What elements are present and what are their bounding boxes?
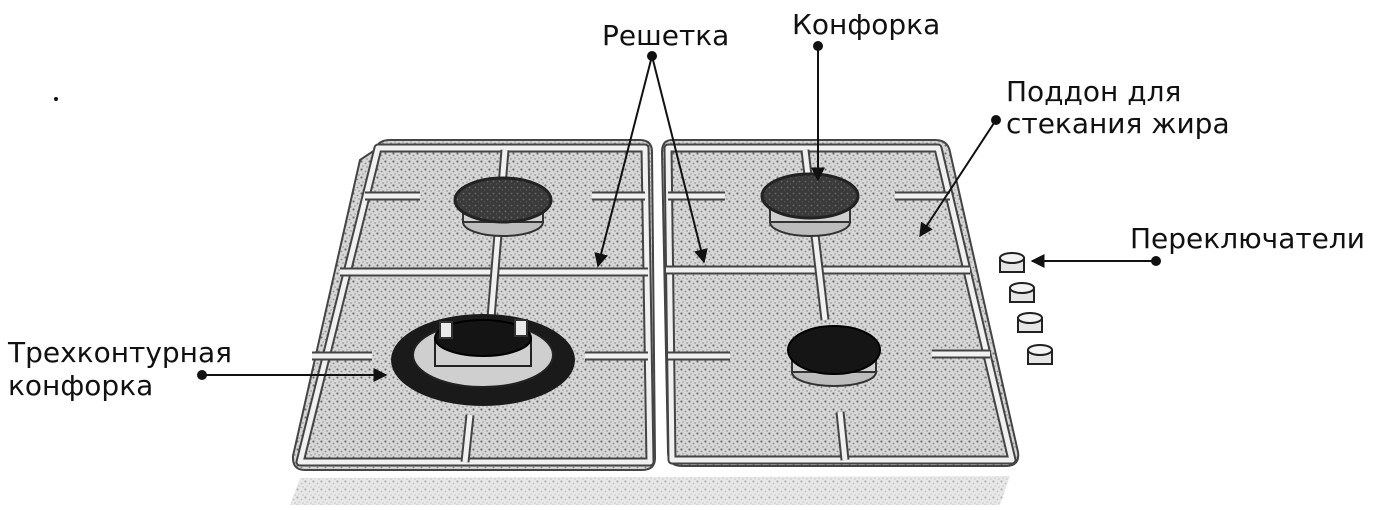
control-knobs xyxy=(1000,253,1052,364)
knob-4 xyxy=(1028,345,1052,364)
drip-tray-label-line2: стекания жира xyxy=(1006,107,1230,140)
knob-1 xyxy=(1000,253,1024,272)
burner-bottom-right xyxy=(788,326,880,386)
grate-label: Решетка xyxy=(602,19,729,52)
knob-2 xyxy=(1010,283,1034,302)
knob-3 xyxy=(1018,313,1042,332)
drip-tray-label-line1: Поддон для xyxy=(1006,75,1181,108)
stray-dot xyxy=(54,97,58,101)
bottom-shadow xyxy=(290,476,1010,505)
triple-ring-burner xyxy=(391,314,575,406)
burner-top-left xyxy=(455,178,551,236)
triple-burner-label-line1: Трехконтурная xyxy=(7,336,232,369)
burner-top-right xyxy=(762,174,858,236)
triple-burner-label-line2: конфорка xyxy=(8,369,153,402)
switches-label: Переключатели xyxy=(1130,222,1365,255)
burner-label: Конфорка xyxy=(792,8,940,41)
